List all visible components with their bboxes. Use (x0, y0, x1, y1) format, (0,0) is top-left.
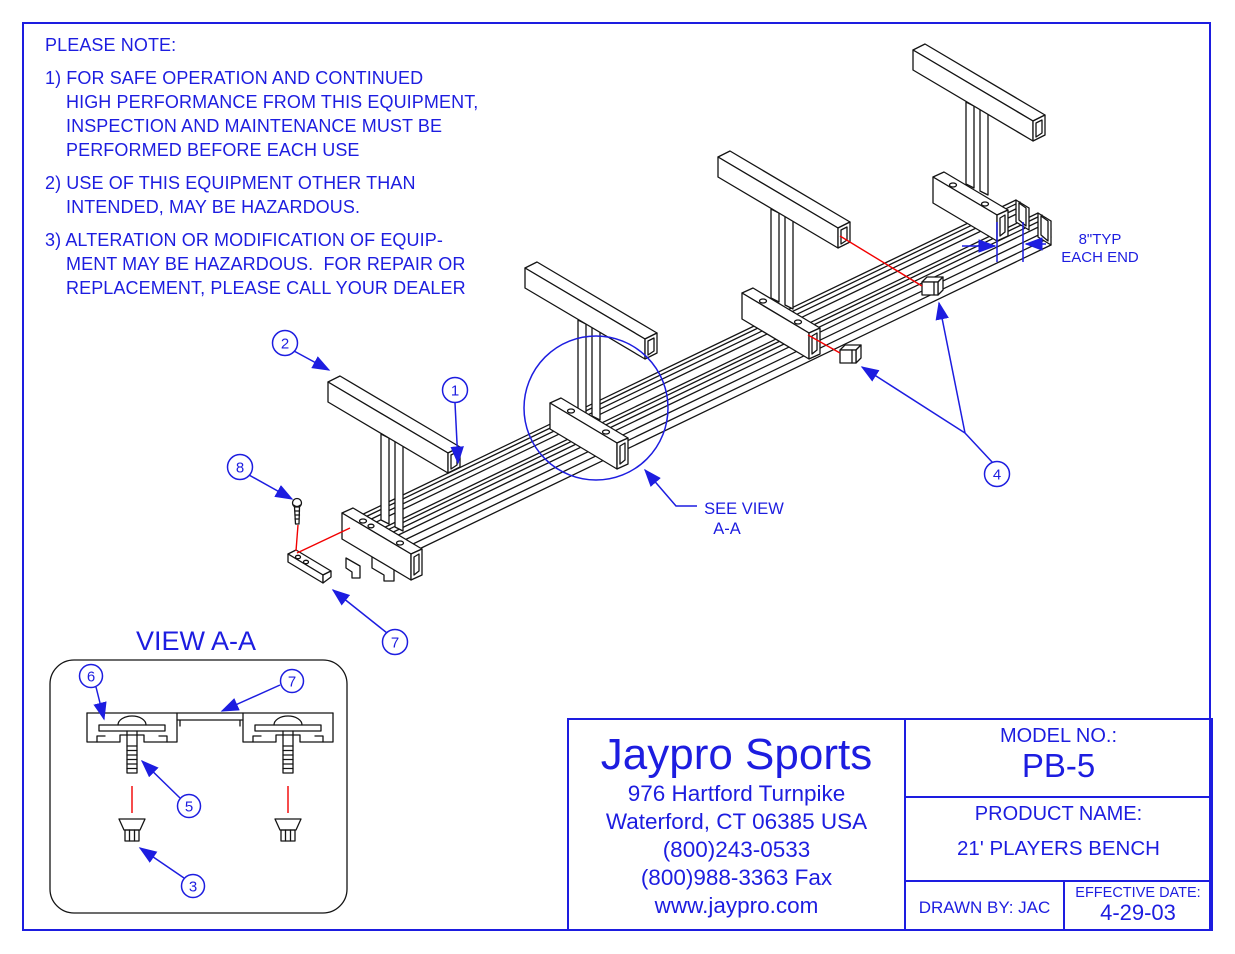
section-indicator-circle (523, 335, 669, 481)
leg-assembly-1 (327, 375, 461, 581)
balloon-2: 2 (271, 329, 331, 371)
note-3: 3) ALTERATION OR MODIFICATION OF EQUIP- … (45, 230, 466, 298)
effective-date-label: EFFECTIVE DATE: (1075, 885, 1201, 901)
end-cap-upper (921, 276, 944, 296)
view-aa-frame (49, 659, 348, 914)
leg-assembly-2 (524, 261, 658, 470)
end-cap-lower (839, 344, 862, 364)
notes-block: PLEASE NOTE: 1) FOR SAFE OPERATION AND C… (45, 33, 478, 300)
dim-label-line2: EACH END (1061, 249, 1139, 266)
company-address2: Waterford, CT 06385 USA (605, 809, 868, 834)
svg-text:7: 7 (391, 635, 399, 652)
balloon-8: 8 (226, 453, 294, 500)
see-view-label-line2: A-A (713, 520, 741, 538)
balloon-3: 3 (138, 847, 206, 899)
dim-label-line1: 8"TYP (1079, 231, 1122, 248)
notes-heading: PLEASE NOTE: (45, 35, 177, 55)
company-address1: 976 Hartford Turnpike (627, 781, 846, 806)
model-value: PB-5 (1021, 747, 1096, 784)
see-view-label-line1: SEE VIEW (704, 500, 784, 518)
red-leader-lines (295, 235, 923, 554)
title-block-divider-vertical (904, 720, 906, 929)
company-phone: (800)243-0533 (662, 837, 811, 862)
title-block-divider-row1 (906, 796, 1211, 798)
svg-text:4: 4 (993, 467, 1001, 484)
svg-text:6: 6 (87, 669, 95, 686)
balloon-1: 1 (441, 376, 469, 465)
product-cell: PRODUCT NAME: 21' PLAYERS BENCH (906, 798, 1211, 880)
view-aa-detail: VIEW A-A (49, 626, 348, 914)
balloon-5: 5 (140, 759, 202, 819)
balloon-7-view: 7 (220, 668, 305, 712)
balloon-4: 4 (860, 301, 1011, 488)
leg-assembly-4 (912, 43, 1046, 242)
model-cell: MODEL NO.: PB-5 (906, 720, 1211, 796)
company-name: Jaypro Sports (600, 730, 873, 779)
company-website: www.jaypro.com (654, 893, 819, 918)
svg-text:7: 7 (288, 674, 296, 691)
effective-date-cell: EFFECTIVE DATE: 4-29-03 (1065, 882, 1211, 929)
model-label: MODEL NO.: (999, 725, 1118, 747)
balloon-6: 6 (78, 663, 107, 721)
title-block-divider-row2 (906, 880, 1211, 882)
svg-text:8: 8 (236, 460, 244, 477)
title-block-divider-row3 (1063, 882, 1065, 929)
effective-date-value: 4-29-03 (1100, 900, 1176, 925)
note-1: 1) FOR SAFE OPERATION AND CONTINUED HIGH… (45, 68, 479, 160)
view-aa-title: VIEW A-A (136, 626, 256, 656)
note-2: 2) USE OF THIS EQUIPMENT OTHER THAN INTE… (45, 173, 416, 217)
see-view-leader (644, 468, 697, 507)
rail-clip-part (287, 549, 332, 584)
drawn-by-cell: DRAWN BY: JAC (906, 882, 1063, 929)
drawn-by: DRAWN BY: JAC (918, 898, 1051, 917)
svg-text:3: 3 (189, 879, 197, 896)
svg-text:5: 5 (185, 799, 193, 816)
svg-text:1: 1 (451, 383, 459, 400)
title-block: Jaypro Sports 976 Hartford Turnpike Wate… (567, 718, 1213, 931)
company-info: Jaypro Sports 976 Hartford Turnpike Wate… (569, 720, 904, 929)
carriage-screw-part (291, 497, 303, 525)
product-label: PRODUCT NAME: (974, 803, 1143, 825)
product-value: 21' PLAYERS BENCH (957, 837, 1160, 860)
leg-assembly-3 (717, 150, 851, 360)
balloon-7-main: 7 (331, 589, 409, 656)
company-fax: (800)988-3363 Fax (640, 865, 833, 890)
dimension-8in-typ: 8"TYP EACH END (962, 222, 1139, 266)
svg-text:2: 2 (281, 336, 289, 353)
